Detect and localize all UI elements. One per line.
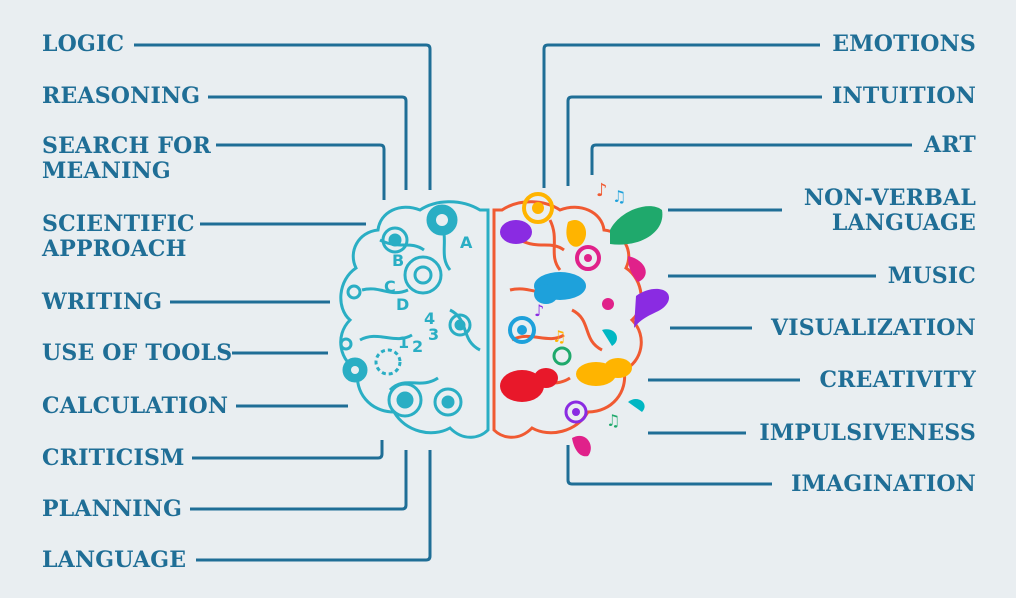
- label-use-of-tools: USE OF TOOLS: [42, 340, 233, 366]
- label-search-for-meaning: SEARCH FOR MEANING: [42, 133, 212, 184]
- connector-intuition: [566, 95, 822, 186]
- connector-emotions: [542, 43, 820, 188]
- connector-criticism: [192, 440, 384, 460]
- right-hemisphere-splashes: ♪ ♫ ♪ ♫ ♫: [500, 180, 670, 457]
- brain-illustration: A B C D 1 2 3 4: [339, 180, 670, 457]
- connector-imagination: [566, 445, 772, 486]
- glyph-letter-c: C: [384, 277, 396, 296]
- label-criticism: CRITICISM: [42, 445, 185, 471]
- connector-art: [590, 143, 912, 175]
- label-intuition: INTUITION: [832, 83, 976, 109]
- connector-logic: [134, 43, 432, 190]
- label-language: LANGUAGE: [42, 547, 187, 573]
- glyph-letter-a: A: [460, 233, 473, 252]
- glyph-number-4: 4: [424, 309, 435, 328]
- svg-text:♪: ♪: [534, 301, 544, 320]
- label-emotions: EMOTIONS: [832, 31, 976, 57]
- glyph-number-1: 1: [398, 333, 409, 352]
- connector-reasoning: [208, 95, 408, 190]
- svg-text:♫: ♫: [612, 187, 626, 206]
- svg-text:♫: ♫: [552, 327, 566, 346]
- label-planning: PLANNING: [42, 496, 183, 522]
- left-hemisphere-gears-icon: [339, 200, 490, 439]
- glyph-letter-b: B: [392, 251, 404, 270]
- label-impulsiveness: IMPULSIVENESS: [759, 420, 976, 446]
- glyph-letter-d: D: [396, 295, 409, 314]
- label-art: ART: [924, 132, 976, 158]
- label-scientific-approach: SCIENTIFIC APPROACH: [42, 211, 195, 262]
- label-imagination: IMAGINATION: [791, 471, 976, 497]
- glyph-number-2: 2: [412, 337, 423, 356]
- svg-text:♫: ♫: [606, 411, 620, 430]
- connector-language: [196, 450, 432, 562]
- label-visualization: VISUALIZATION: [770, 315, 976, 341]
- label-reasoning: REASONING: [42, 83, 201, 109]
- connector-planning: [190, 450, 408, 511]
- svg-text:♪: ♪: [596, 180, 608, 201]
- glyph-number-3: 3: [428, 325, 439, 344]
- label-writing: WRITING: [42, 289, 163, 315]
- connector-search-meaning: [216, 143, 386, 200]
- label-calculation: CALCULATION: [42, 393, 229, 419]
- label-music: MUSIC: [887, 263, 976, 289]
- label-non-verbal-language: NON-VERBAL LANGUAGE: [803, 185, 976, 236]
- label-logic: LOGIC: [42, 31, 125, 57]
- label-creativity: CREATIVITY: [819, 367, 976, 393]
